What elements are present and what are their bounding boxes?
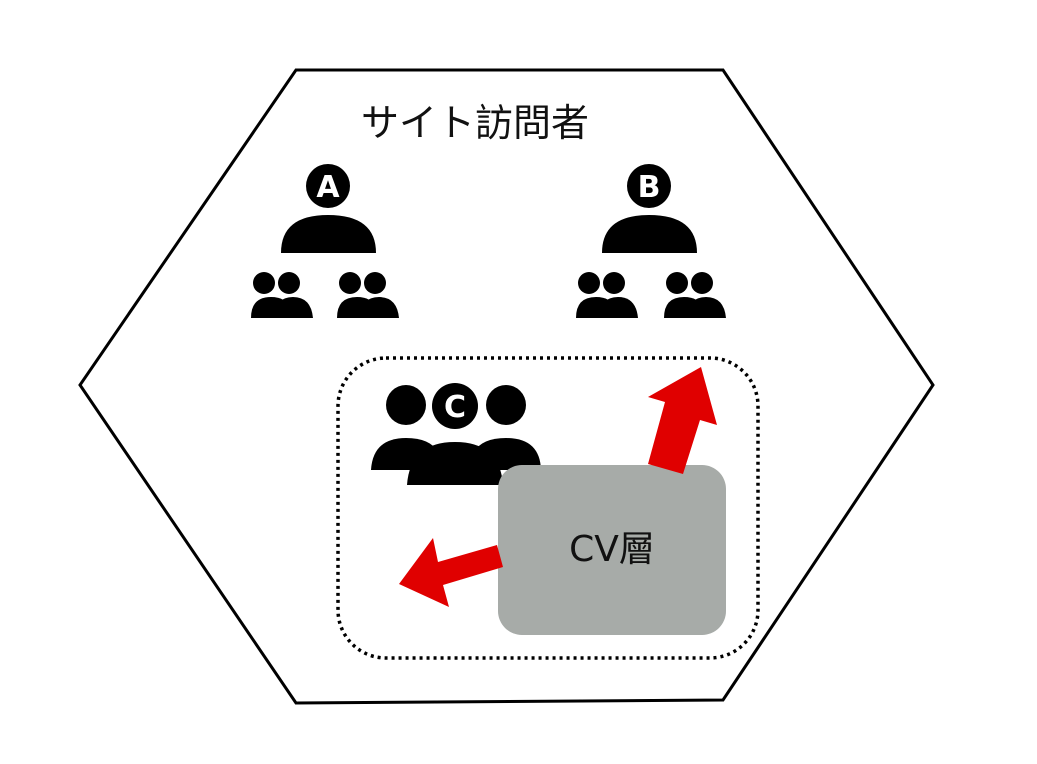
badge-c-label: C	[444, 390, 466, 425]
visitor-group-b: B	[576, 164, 726, 318]
visitor-group-c: C	[371, 383, 541, 485]
diagram-title: サイト訪問者	[361, 101, 589, 145]
badge-b-label: B	[638, 170, 661, 205]
person-icon	[281, 215, 376, 253]
exit-arrow-icon	[399, 538, 503, 607]
person-icon	[602, 215, 697, 253]
exit-arrow-icon	[648, 367, 717, 474]
badge-b	[627, 164, 671, 208]
badge-c	[432, 383, 478, 429]
visitor-group-a: A	[251, 164, 399, 318]
people-group-icon	[371, 385, 541, 485]
group-c-region	[336, 356, 760, 660]
cv-segment-label: CV層	[569, 529, 655, 570]
badge-a-label: A	[316, 170, 340, 205]
badge-a	[306, 164, 350, 208]
cv-segment-box	[498, 465, 726, 635]
